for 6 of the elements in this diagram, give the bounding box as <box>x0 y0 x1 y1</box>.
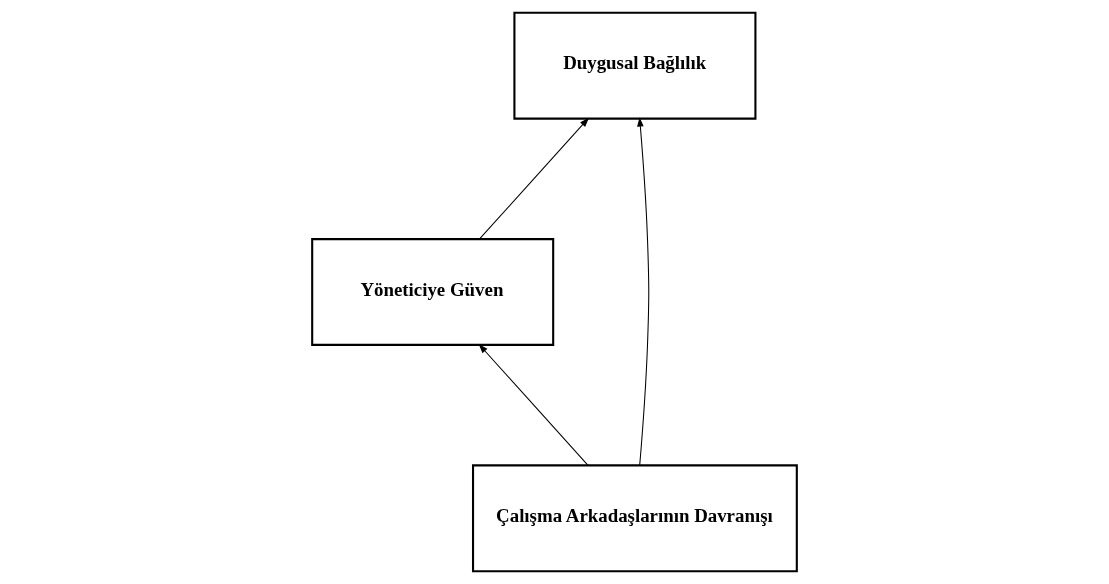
node-box: Çalışma Arkadaşlarının Davranışı <box>471 464 798 573</box>
arrow <box>637 117 650 466</box>
arrow <box>479 117 589 240</box>
node-box: Duygusal Bağlılık <box>513 11 757 120</box>
node-box: Yöneticiye Güven <box>311 238 555 346</box>
arrow <box>478 343 589 466</box>
